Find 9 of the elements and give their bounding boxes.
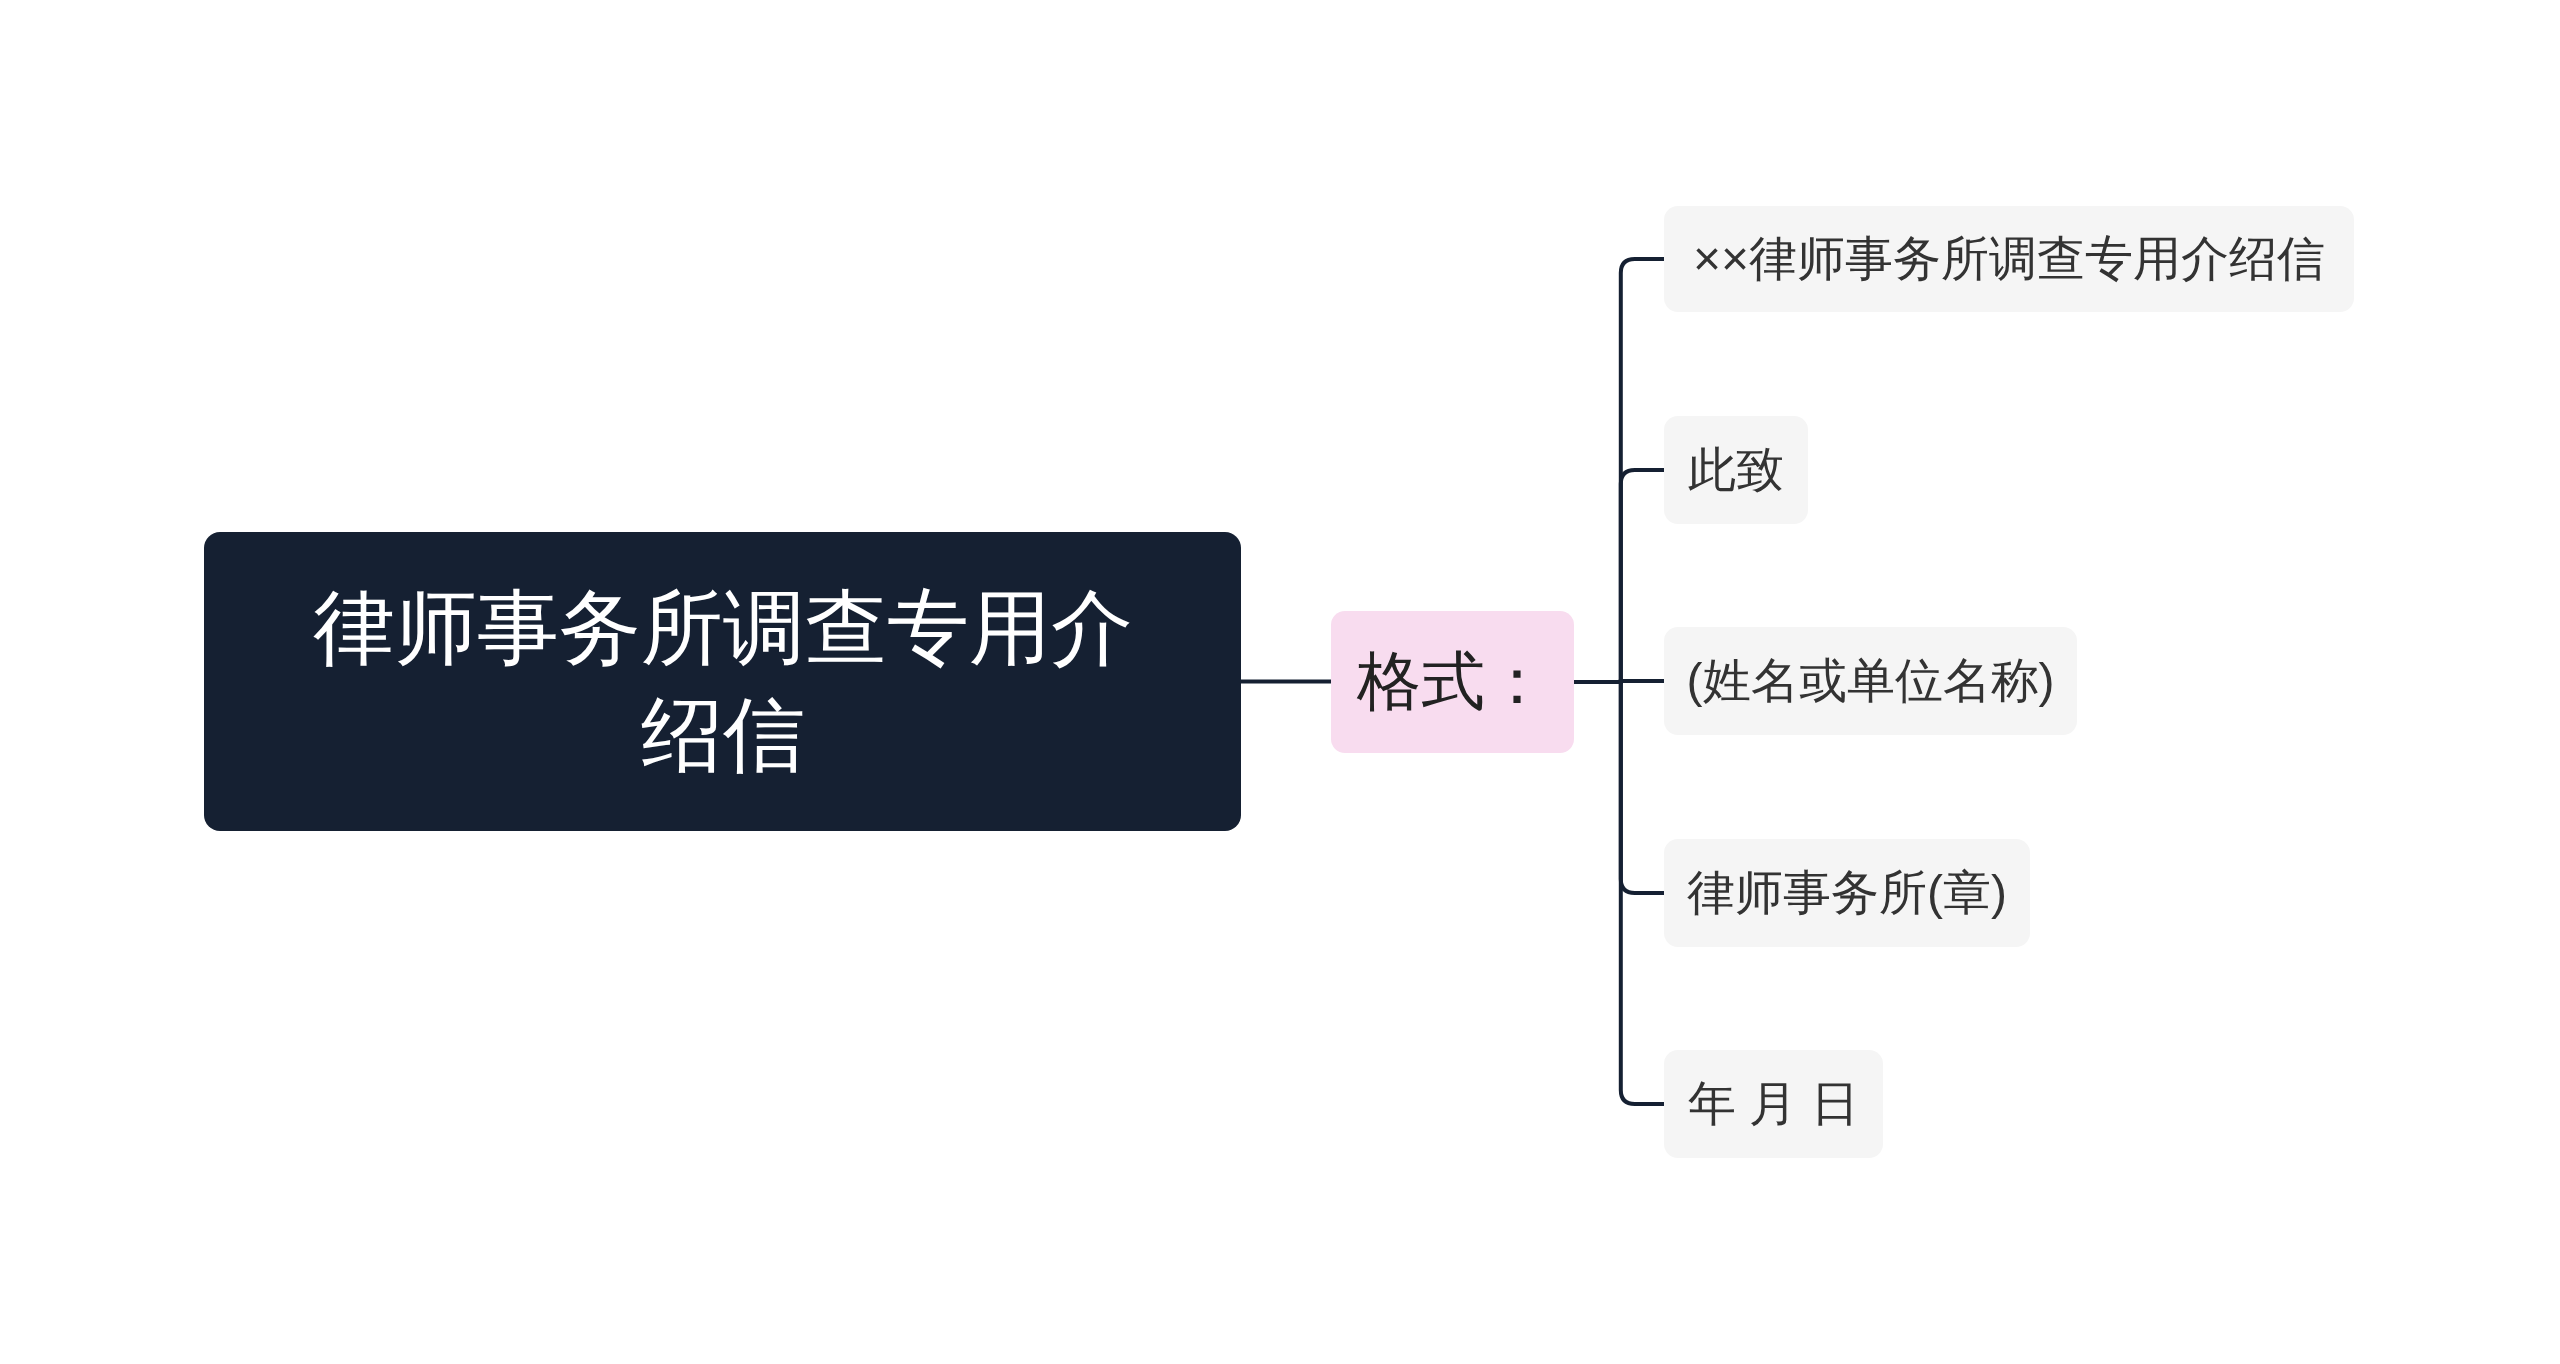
topic-box: 格式： bbox=[1331, 611, 1574, 753]
subtopic-box: (姓名或单位名称) bbox=[1664, 627, 2077, 735]
subtopic-box: 律师事务所(章) bbox=[1664, 839, 2030, 947]
subtopic-box: 此致 bbox=[1664, 416, 1808, 524]
root-topic-box: 律师事务所调查专用介绍信 bbox=[204, 532, 1241, 831]
subtopic-box: 年 月 日 bbox=[1664, 1050, 1883, 1158]
connector-line bbox=[1241, 679, 1331, 684]
subtopic-box: ××律师事务所调查专用介绍信 bbox=[1664, 206, 2354, 312]
connector-line bbox=[1574, 680, 1664, 1106]
